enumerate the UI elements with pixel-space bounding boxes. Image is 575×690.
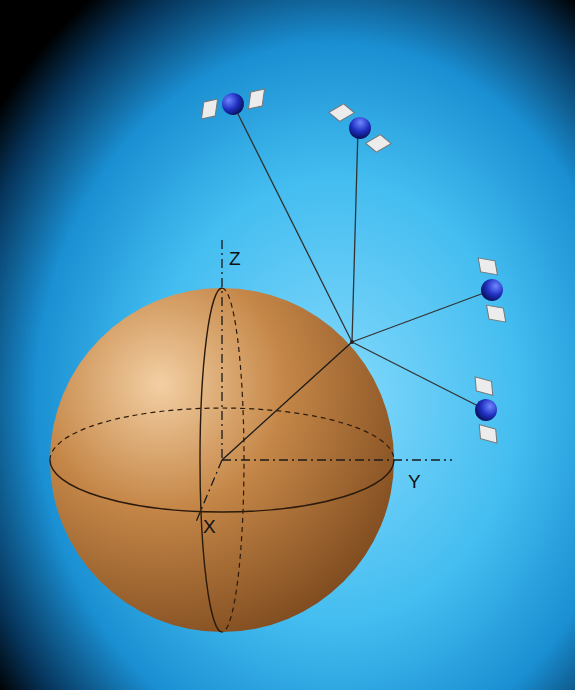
range-line: [352, 342, 486, 410]
x-axis: [196, 460, 222, 522]
satellite: [198, 86, 269, 122]
range-line: [233, 104, 352, 342]
axis-label: Z: [229, 249, 241, 268]
satellite: [327, 98, 393, 158]
axis-label: Y: [408, 472, 421, 491]
satellite: [472, 375, 500, 444]
position-vector: [222, 342, 352, 460]
range-line: [352, 128, 358, 342]
receiver-point: [350, 340, 354, 344]
range-line: [352, 290, 492, 342]
axis-label: X: [203, 517, 216, 536]
meridian-front: [200, 288, 222, 632]
y-axis: [222, 459, 452, 460]
equator-front: [50, 460, 394, 512]
z-axis: [221, 240, 222, 460]
satellite-ranges: [233, 104, 492, 410]
satellite: [475, 255, 508, 326]
